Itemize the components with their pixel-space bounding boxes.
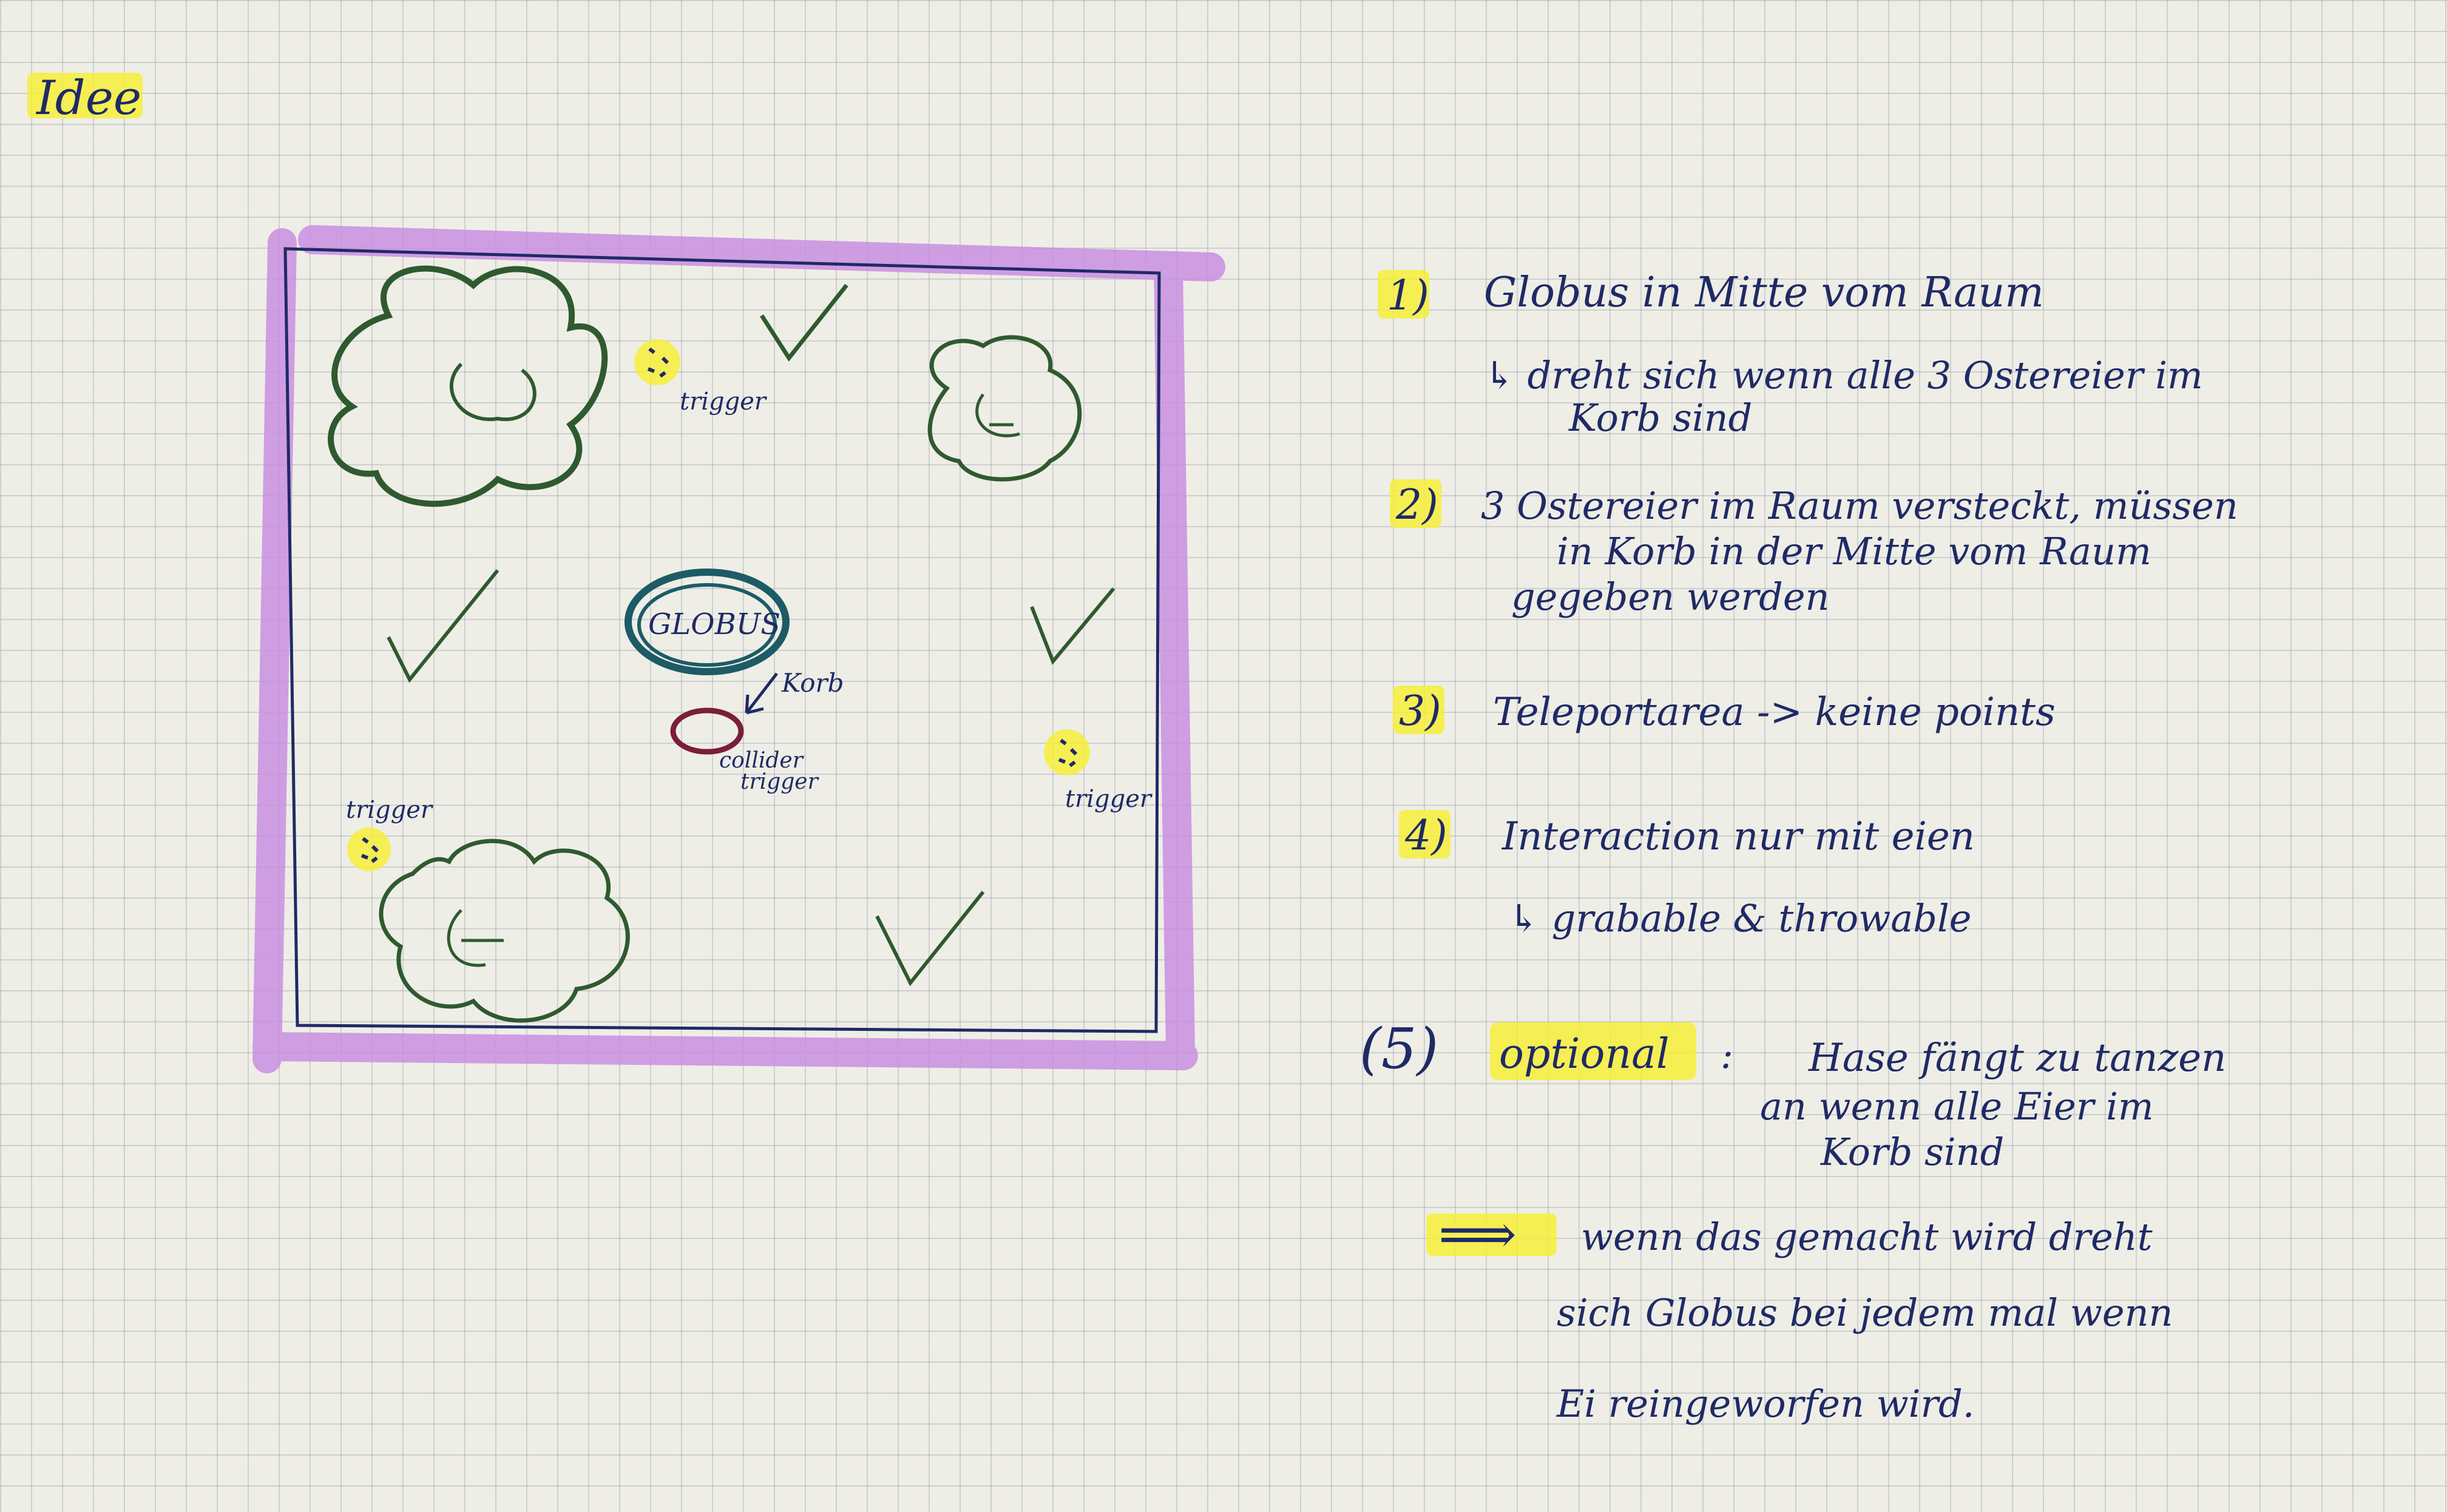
note-2-line-2: in Korb in der Mitte vom Raum xyxy=(1557,529,2151,573)
trigger-top-label: trigger xyxy=(680,388,768,416)
note-5-line-1: Hase fängt zu tanzen xyxy=(1808,1036,2226,1081)
trigger-top-dots xyxy=(647,347,669,378)
trigger-right: trigger xyxy=(1044,729,1153,813)
egg-check-top xyxy=(760,283,848,362)
egg-check-right xyxy=(1030,587,1115,665)
note-5-label: optional xyxy=(1499,1030,1670,1078)
bush-top-right-detail xyxy=(975,393,1020,437)
note-5-number: (5) xyxy=(1359,1016,1438,1081)
basket-label: Korb xyxy=(781,668,844,698)
basket-circle xyxy=(670,707,744,755)
globe-inner-circle xyxy=(637,583,777,667)
note-5-label-highlight xyxy=(1490,1022,1696,1080)
note-5-line-3: Korb sind xyxy=(1820,1130,2004,1174)
conclusion-line-2: sich Globus bei jedem mal wenn xyxy=(1557,1291,2173,1335)
note-1-line-2: ↳ dreht sich wenn alle 3 Ostereier im xyxy=(1484,353,2203,397)
conclusion-line-1: wenn das gemacht wird dreht xyxy=(1581,1215,2153,1259)
note-4-line-2: ↳ grabable & throwable xyxy=(1508,896,1971,940)
trigger-top: trigger xyxy=(634,339,768,416)
note-5-line-2: an wenn alle Eier im xyxy=(1760,1084,2154,1129)
room-sketch: GLOBUS Korb collider trigger trigger tri… xyxy=(252,225,1225,1073)
note-2-number: 2) xyxy=(1395,481,1438,529)
title-highlight xyxy=(27,73,143,118)
trigger-right-label: trigger xyxy=(1065,785,1153,813)
note-4-number: 4) xyxy=(1404,812,1447,860)
bush-top-left-detail xyxy=(449,362,536,422)
note-1-line-3: Korb sind xyxy=(1568,396,1752,440)
note-3-line-1: Teleportarea -> keine points xyxy=(1493,690,2056,735)
note-3-number-highlight xyxy=(1393,686,1444,734)
note-1-number: 1) xyxy=(1387,272,1429,320)
conclusion-arrow-highlight xyxy=(1426,1213,1557,1256)
page-title: Idee xyxy=(35,71,141,126)
trigger-left-dots xyxy=(360,837,379,863)
bush-bottom-left xyxy=(379,839,630,1023)
bush-bottom-left-detail xyxy=(447,909,504,967)
notes-list: 1) Globus in Mitte vom Raum ↳ dreht sich… xyxy=(1359,269,2238,1426)
room-wall xyxy=(283,247,1161,1033)
egg-check-bottom xyxy=(875,891,985,987)
note-4-number-highlight xyxy=(1399,810,1450,859)
note-1-number-highlight xyxy=(1378,270,1429,319)
note-4-line-1: Interaction nur mit eien xyxy=(1501,814,1975,859)
basket-trigger-label: trigger xyxy=(740,769,819,794)
trigger-left: trigger xyxy=(346,796,434,871)
note-2-line-3: gegeben werden xyxy=(1511,575,1830,619)
bush-top-right xyxy=(927,335,1082,482)
conclusion-line-3: Ei reingeworfen wird. xyxy=(1556,1382,1975,1426)
basket-arrow xyxy=(745,672,778,715)
room-frame-highlight xyxy=(252,225,1225,1073)
globe-label: GLOBUS xyxy=(648,607,780,641)
note-2-line-1: 3 Ostereier im Raum versteckt, müssen xyxy=(1481,484,2238,528)
note-5-colon: : xyxy=(1721,1033,1733,1077)
trigger-left-label: trigger xyxy=(346,796,434,824)
globe-circle xyxy=(624,569,790,675)
note-2-number-highlight xyxy=(1390,479,1441,528)
note-3-number: 3) xyxy=(1399,687,1441,735)
note-1-line-1: Globus in Mitte vom Raum xyxy=(1484,269,2044,317)
trigger-right-dots xyxy=(1058,738,1078,768)
egg-check-left xyxy=(387,569,499,683)
bush-top-left xyxy=(328,265,608,507)
basket-collider-label: collider xyxy=(719,748,804,773)
conclusion-arrow: ⟹ xyxy=(1438,1203,1517,1266)
